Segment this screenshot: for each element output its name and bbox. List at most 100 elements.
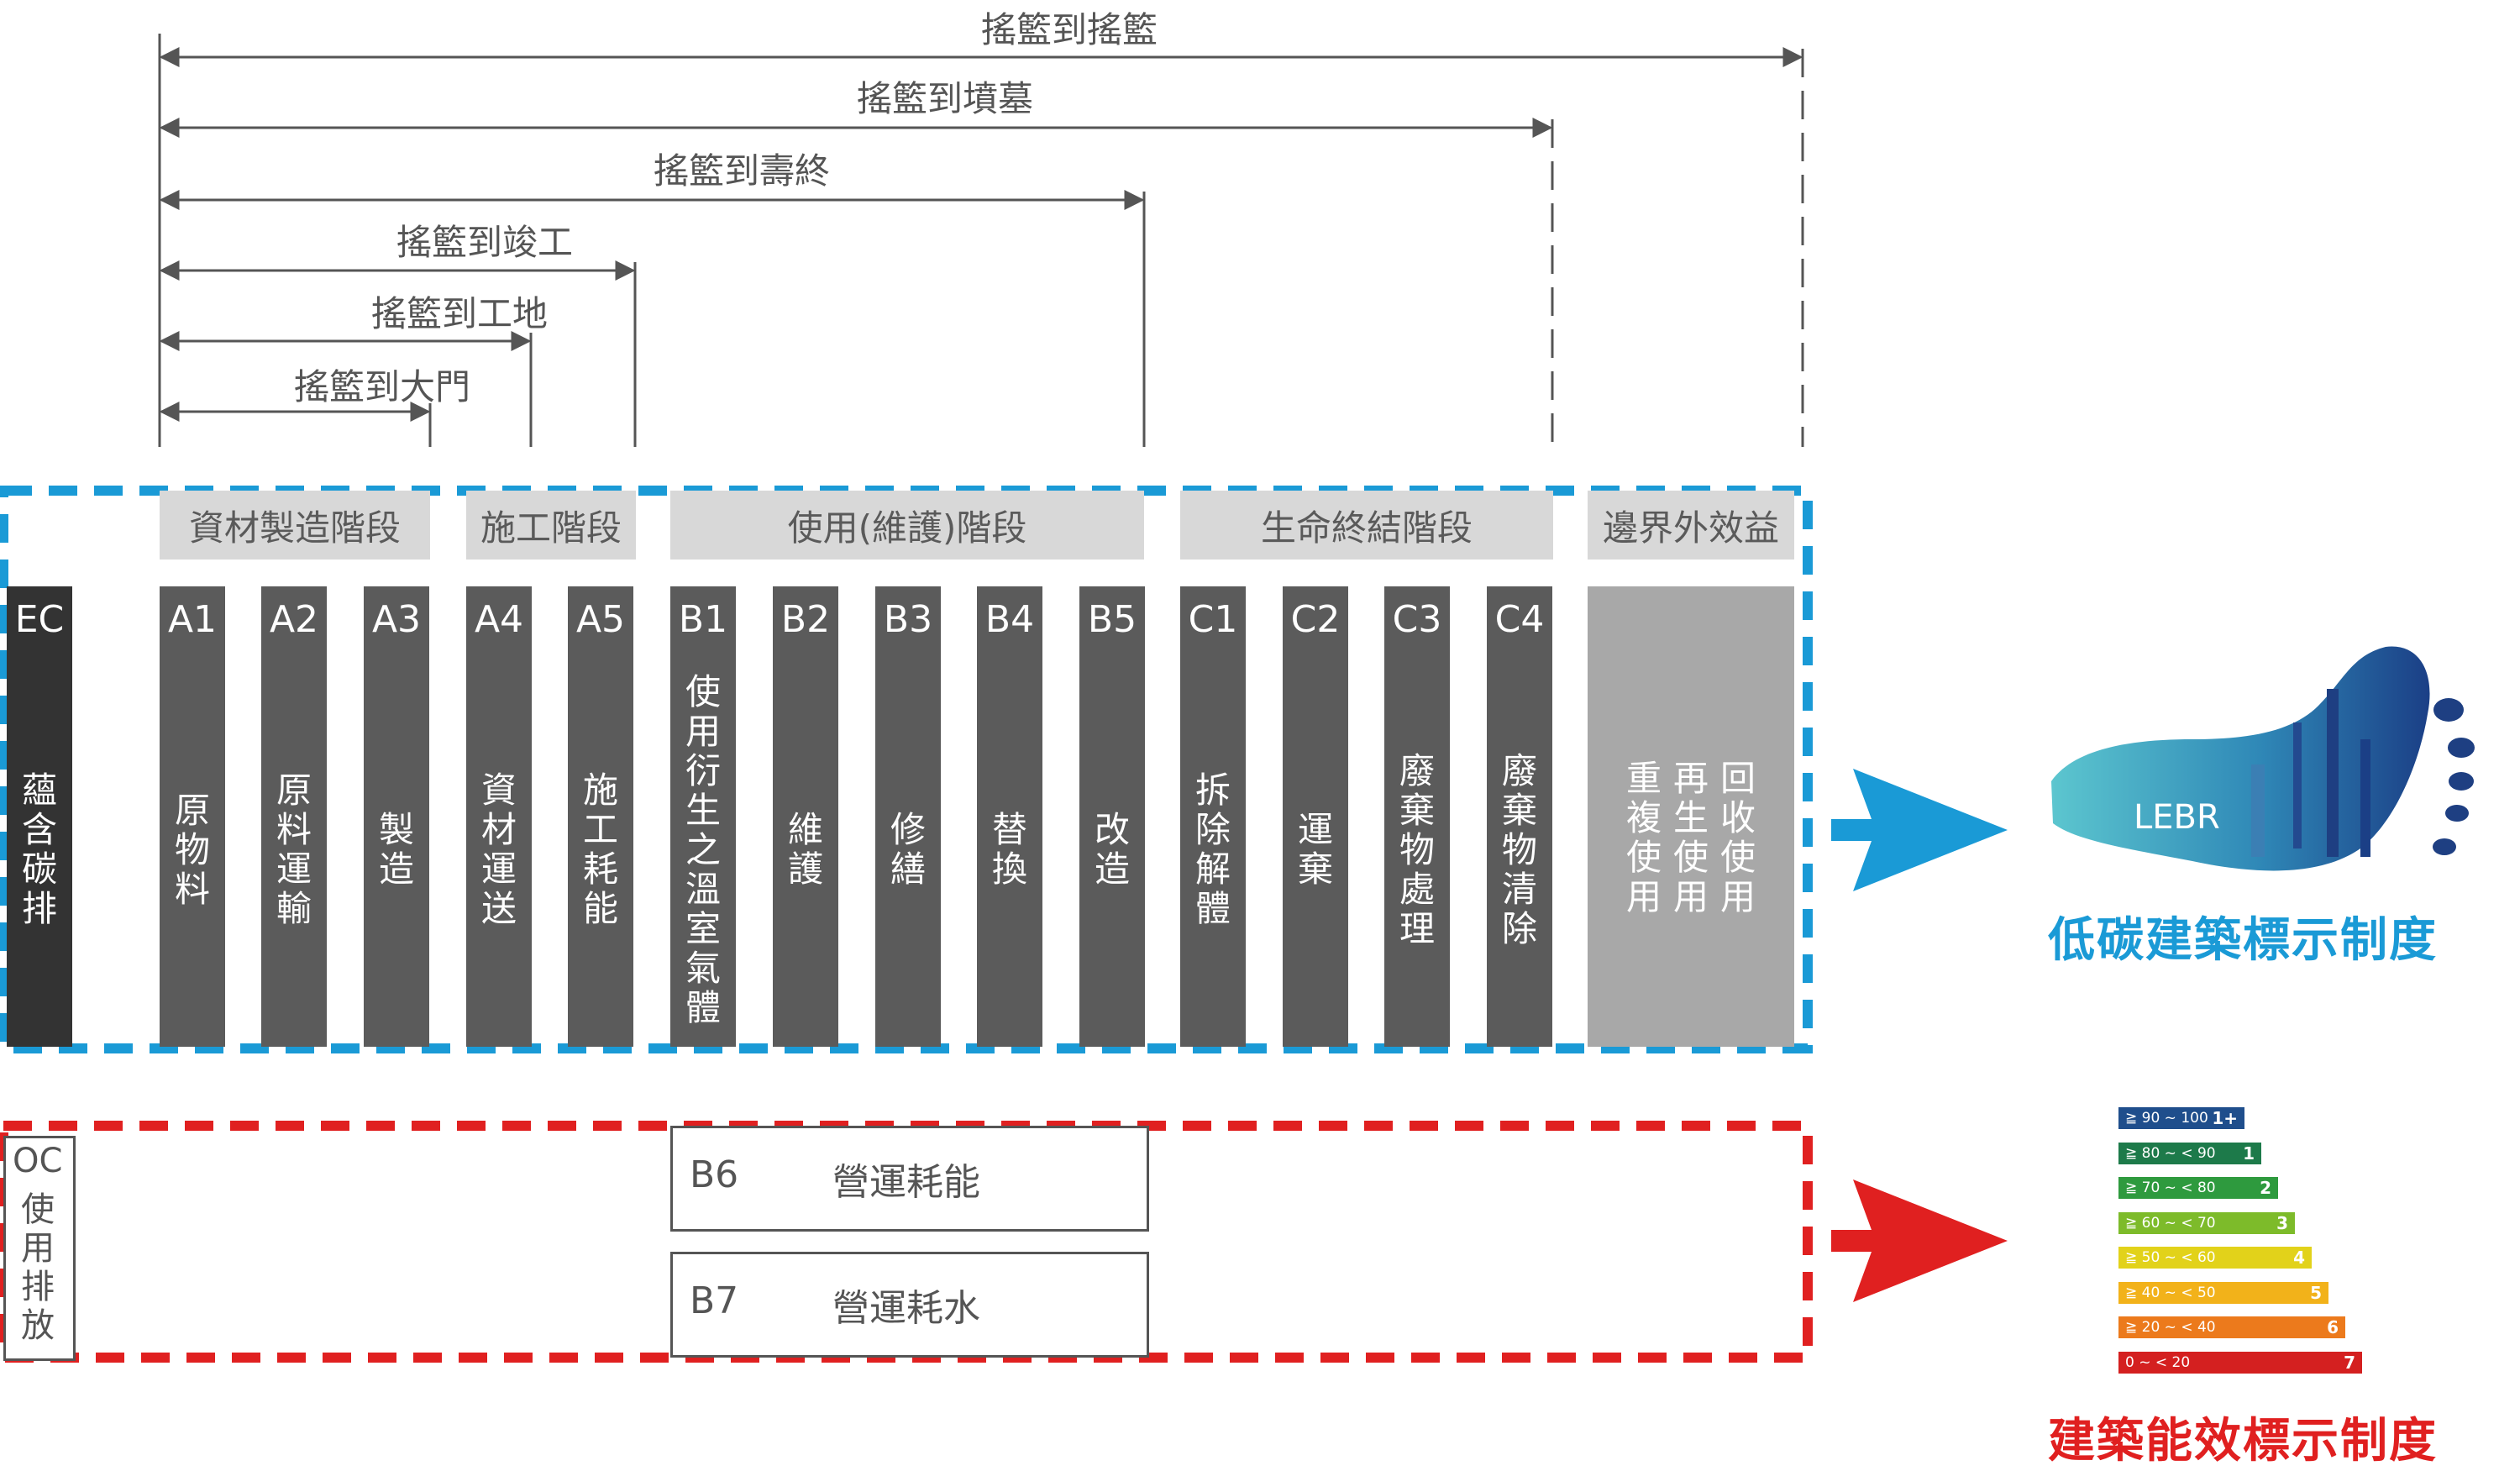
module-code: B4 — [984, 598, 1035, 641]
range-label: 搖籃到大門 — [294, 366, 471, 407]
grade-bar: ≧ 70 ~ < 80 2 — [2118, 1177, 2278, 1199]
module-code: A5 — [575, 598, 626, 641]
grade-range: ≧ 20 ~ < 40 — [2125, 1319, 2216, 1336]
oc-name: 使用排放 — [21, 1190, 55, 1345]
module-code: B3 — [883, 598, 933, 641]
module-a5: A5 施工耗能 — [568, 586, 633, 1047]
grade-range: ≧ 50 ~ < 60 — [2125, 1249, 2216, 1266]
module-code: A1 — [167, 598, 218, 641]
module-name: 原物料 — [174, 789, 210, 910]
grade-number: 2 — [2260, 1178, 2271, 1198]
module-b5: B5 改造 — [1079, 586, 1145, 1047]
module-name: 資材運送 — [480, 770, 517, 929]
benefit-label: 回收使用 — [1720, 758, 1756, 917]
grade-number: 5 — [2310, 1282, 2322, 1303]
module-name: 替換 — [991, 809, 1027, 890]
ec-name: 蘊含碳排 — [21, 770, 57, 929]
module-a4: A4 資材運送 — [466, 586, 532, 1047]
grade-number: 3 — [2276, 1212, 2288, 1233]
module-b2: B2 維護 — [773, 586, 838, 1047]
module-name: 原料運輸 — [276, 770, 312, 929]
module-code: A4 — [474, 598, 524, 641]
bee-title: 建築能效標示制度 — [2048, 1414, 2438, 1468]
range-label: 搖籃到工地 — [371, 293, 549, 334]
module-code: A3 — [371, 598, 422, 641]
embodied-boundary — [0, 486, 1813, 1053]
module-name: 拆除解體 — [1194, 770, 1231, 929]
module-c3: C3 廢棄物處理 — [1384, 586, 1450, 1047]
oc-code: OC — [13, 1142, 63, 1180]
op-code: B6 — [690, 1153, 739, 1196]
benefit-column: 重複使用再生使用回收使用 — [1588, 586, 1794, 1047]
module-a2: A2 原料運輸 — [261, 586, 327, 1047]
grade-number: 1+ — [2212, 1108, 2238, 1128]
op-label: 營運耗能 — [832, 1161, 980, 1204]
grade-range: ≧ 90 ~ 100 — [2125, 1110, 2208, 1127]
grade-range: ≧ 80 ~ < 90 — [2125, 1144, 2216, 1162]
phase-header: 施工階段 — [466, 491, 636, 560]
grade-bar: ≧ 20 ~ < 40 6 — [2118, 1316, 2345, 1338]
module-code: C1 — [1188, 598, 1238, 641]
module-name: 製造 — [378, 809, 414, 890]
lebr-title: 低碳建築標示制度 — [2048, 913, 2438, 968]
module-c2: C2 運棄 — [1283, 586, 1348, 1047]
module-name: 廢棄物處理 — [1399, 749, 1435, 949]
module-code: C3 — [1392, 598, 1442, 641]
grade-bar: 0 ~ < 20 7 — [2118, 1351, 2362, 1374]
oc-box: OC 使用排放 — [3, 1136, 76, 1361]
grade-range: ≧ 70 ~ < 80 — [2125, 1179, 2216, 1196]
range-label: 搖籃到搖籃 — [981, 9, 1158, 50]
benefit-label: 重複使用 — [1625, 758, 1662, 917]
module-code: A2 — [269, 598, 319, 641]
module-code: C4 — [1494, 598, 1545, 641]
lebr-logo-text: LEBR — [2134, 798, 2220, 837]
module-b3: B3 修繕 — [875, 586, 941, 1047]
module-name: 使用衍生之溫室氣體 — [685, 670, 721, 1028]
module-b1: B1 使用衍生之溫室氣體 — [670, 586, 736, 1047]
phase-header: 邊界外效益 — [1588, 491, 1794, 560]
grade-number: 7 — [2344, 1352, 2355, 1373]
module-a3: A3 製造 — [364, 586, 429, 1047]
grade-number: 6 — [2327, 1317, 2339, 1337]
ec-column: EC 蘊含碳排 — [7, 586, 72, 1047]
grade-number: 4 — [2293, 1248, 2305, 1268]
range-label: 搖籃到墳墓 — [857, 78, 1034, 119]
module-name: 改造 — [1094, 809, 1130, 890]
grade-range: ≧ 40 ~ < 50 — [2125, 1284, 2216, 1301]
grade-range: ≧ 60 ~ < 70 — [2125, 1214, 2216, 1232]
module-code: B1 — [678, 598, 728, 641]
footprint-city-icon — [2051, 646, 2475, 871]
module-code: C2 — [1290, 598, 1341, 641]
module-b4: B4 替換 — [977, 586, 1042, 1047]
grade-number: 1 — [2243, 1143, 2255, 1164]
op-box-b6: B6 營運耗能 — [670, 1126, 1149, 1232]
benefit-label: 再生使用 — [1672, 758, 1709, 917]
grade-range: 0 ~ < 20 — [2125, 1353, 2191, 1371]
module-name: 修繕 — [890, 809, 926, 890]
blue-arrow — [1831, 769, 2008, 891]
grade-bar: ≧ 80 ~ < 90 1 — [2118, 1142, 2261, 1164]
range-label: 搖籃到竣工 — [396, 222, 574, 263]
range-label: 搖籃到壽終 — [654, 150, 831, 192]
benefit-labels: 重複使用再生使用回收使用 — [1626, 759, 1756, 917]
module-name: 運棄 — [1297, 809, 1333, 890]
ec-code: EC — [14, 598, 65, 641]
grade-bar: ≧ 60 ~ < 70 3 — [2118, 1211, 2295, 1234]
module-name: 施工耗能 — [582, 770, 618, 929]
phase-header: 生命終結階段 — [1180, 491, 1553, 560]
module-code: B2 — [780, 598, 831, 641]
phase-header: 資材製造階段 — [160, 491, 430, 560]
module-name: 廢棄物清除 — [1501, 749, 1537, 949]
op-box-b7: B7 營運耗水 — [670, 1252, 1149, 1358]
op-label: 營運耗水 — [832, 1287, 980, 1330]
red-arrow — [1831, 1179, 2008, 1302]
phase-header: 使用(維護)階段 — [670, 491, 1144, 560]
grade-bar: ≧ 40 ~ < 50 5 — [2118, 1281, 2328, 1304]
grade-bar: ≧ 50 ~ < 60 4 — [2118, 1247, 2312, 1269]
module-c4: C4 廢棄物清除 — [1487, 586, 1552, 1047]
module-code: B5 — [1087, 598, 1137, 641]
op-code: B7 — [690, 1279, 739, 1322]
module-name: 維護 — [787, 809, 823, 890]
